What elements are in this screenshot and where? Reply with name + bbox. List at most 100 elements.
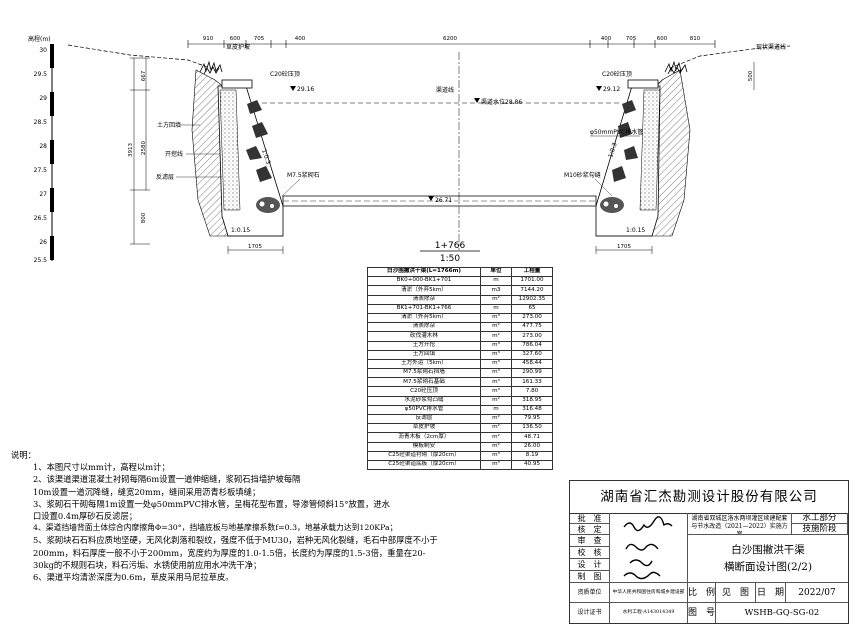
cell-quantity: 786.04: [511, 340, 553, 351]
right-stones: [600, 100, 638, 213]
label-ground-line: 现状渠道线: [756, 43, 786, 51]
cell-unit: m³: [480, 459, 512, 471]
dim-400-r: 400: [601, 36, 612, 42]
label-m10: M10砂浆勾缝: [564, 171, 601, 179]
dim-2580: 2580: [141, 141, 147, 155]
tick-25-5: 25.5: [34, 257, 48, 264]
cell-unit: m³: [480, 349, 512, 360]
section-scale: 1:50: [440, 254, 460, 264]
drawing-title-line1: 白沙围撇洪干渠: [731, 544, 805, 556]
role-design: 设 计: [570, 559, 610, 571]
label-slope-r: 1:0.3: [607, 142, 618, 159]
note-2: 2、该渠道渠道混凝土衬砌每隔6m设置一道伸缩缝，浆砌石挡墙护坡每隔: [33, 474, 301, 485]
cell-item: 模板制安: [367, 441, 481, 452]
cell-quantity: 273.00: [511, 312, 553, 324]
label-water-level: 渠道水位28.86: [481, 98, 522, 106]
right-grass: [664, 60, 688, 75]
left-stones: [246, 100, 280, 213]
tick-29-5: 29.5: [34, 71, 48, 78]
date-value: 2022/07: [786, 583, 848, 603]
cell-quantity: 65: [511, 303, 553, 314]
cell-quantity: 273.00: [511, 331, 553, 342]
note-4: 4、渠道挡墙背面土体综合内摩擦角Φ=30°，挡墙底板与地基摩擦系数f=0.3，地…: [33, 523, 398, 533]
role-draw: 制 图: [570, 571, 610, 583]
title-block: 湖南省汇杰勘测设计股份有限公司 批 准 核 定 审 查 校 核 设 计 制 图 …: [569, 480, 849, 624]
cell-quantity: 8.19: [511, 450, 553, 461]
tick-26-5: 26.5: [34, 215, 48, 222]
drawing-no-label: 图 号: [688, 603, 716, 623]
cell-item: 清淤（外弃5km）: [367, 312, 481, 324]
label-c20-right: C20砼压顶: [602, 70, 632, 78]
cell-quantity: 477.75: [511, 322, 553, 333]
cell-unit: m²: [480, 395, 512, 406]
cell-unit: m³: [480, 368, 512, 379]
dim-base-left: 1705: [248, 244, 262, 250]
date-label: 日 期: [756, 583, 786, 603]
cell-quantity: 290.99: [511, 368, 553, 379]
label-filter: 反滤层: [156, 173, 174, 181]
dim-500: 500: [748, 70, 754, 81]
cell-unit: m³: [480, 450, 512, 461]
cell-quantity: 12902.35: [511, 294, 553, 305]
left-dimension: [130, 57, 150, 245]
left-grass: [199, 60, 223, 75]
role-review: 审 查: [570, 535, 610, 547]
role-approve: 批 准: [570, 513, 610, 524]
dim-800: 800: [141, 212, 147, 223]
cell-unit: m²: [480, 432, 512, 443]
elevation-scale: 高程(m) 30 29.5 29 28.5 28 27.5 27 26.5 26…: [28, 35, 54, 264]
section-number: 1+766: [435, 241, 466, 251]
dim-600-l: 600: [230, 36, 241, 42]
dim-400-l: 400: [295, 36, 306, 42]
elevation-markers: [290, 86, 602, 201]
label-elev-left: 29.16: [297, 86, 314, 93]
header-unit: 单位: [480, 266, 512, 278]
cert-value: 水利工程-A143014349: [610, 603, 688, 623]
label-slope-l: 1:0.3: [260, 148, 271, 165]
label-pvc: φ50mmPVC排水管: [590, 128, 643, 136]
cell-quantity: 26.00: [511, 441, 553, 452]
cell-unit: m²: [480, 294, 512, 305]
ground-line-left: [67, 44, 211, 69]
cell-unit: m: [480, 404, 512, 416]
cell-unit: m³: [480, 340, 512, 351]
note-5: 5、浆砌块石石料应质地坚硬，无风化剥落和裂纹，强度不低于MU30，岩种无风化裂缝…: [33, 535, 438, 546]
company-name: 湖南省汇杰勘测设计股份有限公司: [570, 481, 848, 514]
cell-unit: m³: [480, 386, 512, 397]
label-bottom-elev: 26.71: [435, 197, 452, 204]
cert-label: 设计证书: [570, 603, 610, 623]
dim-600-r: 600: [657, 36, 668, 42]
cell-item: BK0+000-BK1+701: [367, 276, 481, 287]
cell-item: 砍伐灌木林: [367, 331, 481, 342]
ratio-label: 比 例: [688, 583, 716, 603]
dim-810: 810: [690, 36, 701, 42]
cell-quantity: 79.95: [511, 413, 553, 425]
cell-unit: m²: [480, 322, 512, 333]
cross-section-drawing: 高程(m) 30 29.5 29 28.5 28 27.5 27 26.5 26…: [28, 35, 791, 264]
cell-quantity: 318.95: [511, 395, 553, 406]
label-excavation: 开挖线: [165, 150, 183, 158]
cell-quantity: 327.60: [511, 349, 553, 360]
role-verify: 核 定: [570, 524, 610, 535]
note-3: 3、浆砌石干砌每隔1m设置一处φ50mmPVC排水管，呈梅花型布置，导渗管倾斜1…: [33, 498, 390, 509]
label-foot-r: 1:0.15: [626, 227, 645, 234]
tick-26: 26: [39, 239, 47, 246]
cell-item: C25砼渠道底板（厚20cm）: [367, 459, 481, 471]
cell-item: 清表除杂: [367, 294, 481, 305]
cell-item: 土方外运（5km）: [367, 358, 481, 370]
tick-27: 27: [39, 191, 47, 198]
